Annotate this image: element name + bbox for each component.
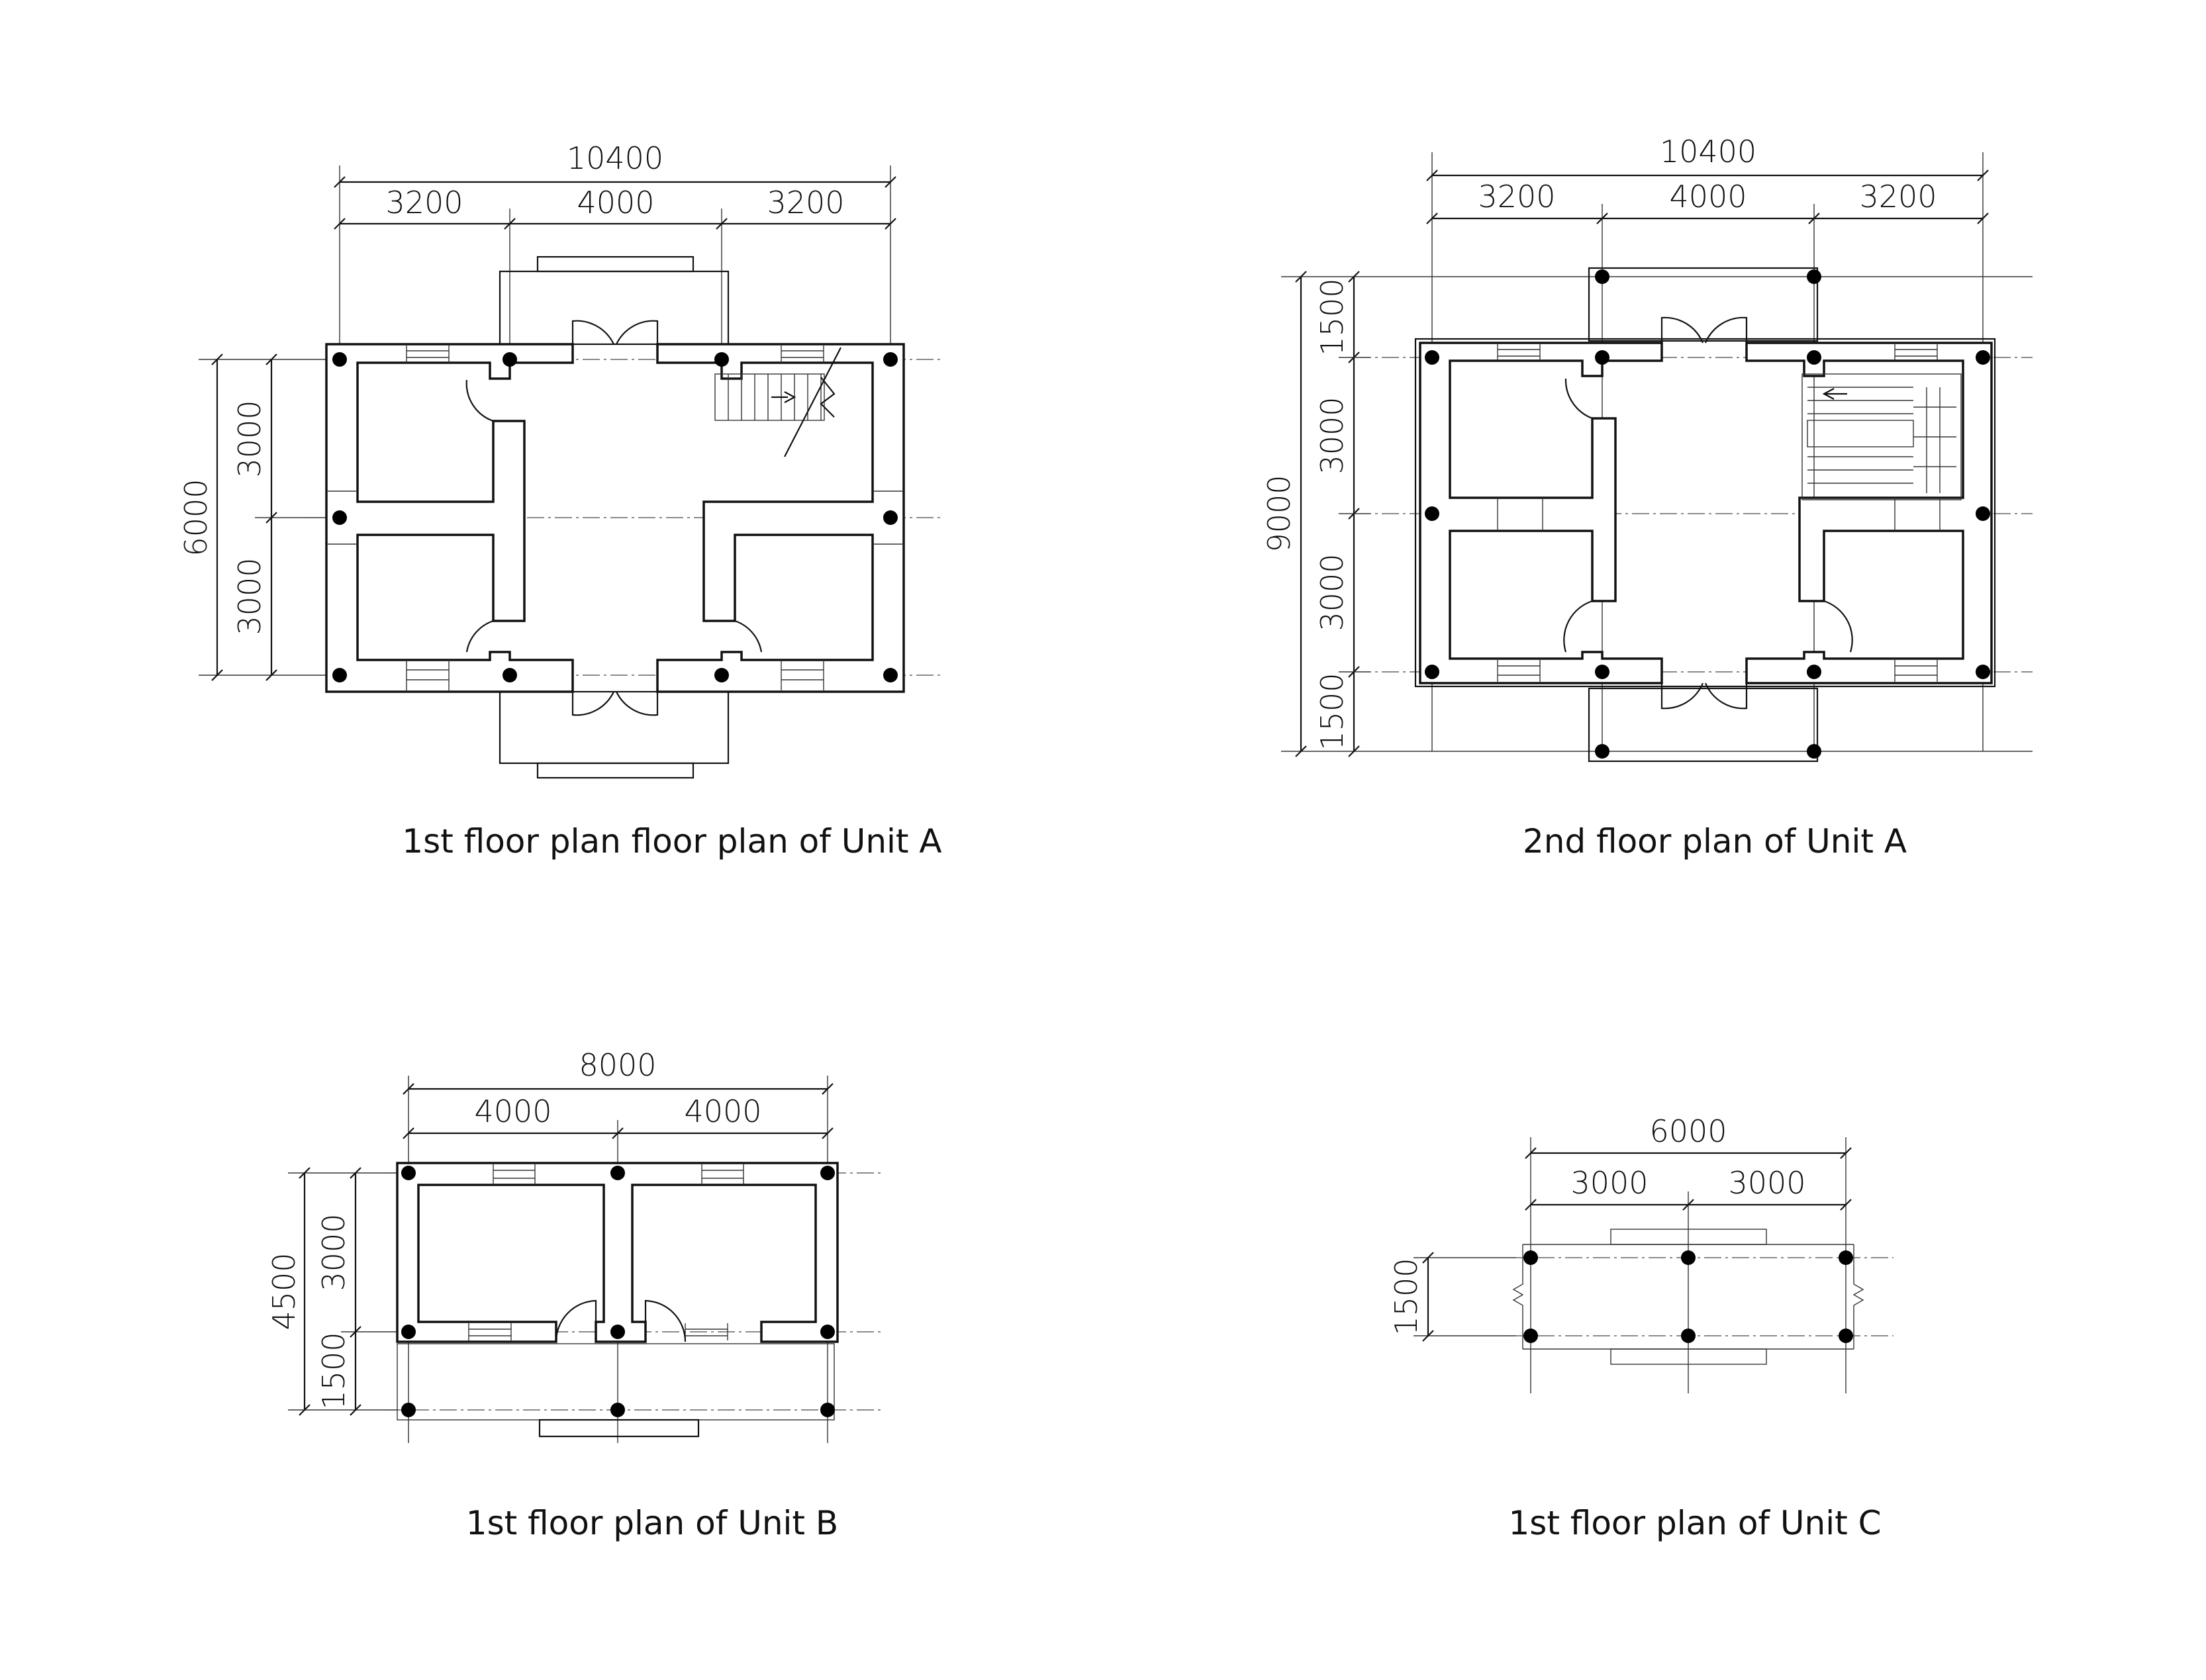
dim-bay-1: 3200 [385,185,463,220]
dim-depth-2: 1500 [316,1332,352,1409]
doors [1563,316,1853,710]
plan-caption: 2nd floor plan of Unit A [1523,822,1907,861]
dim-depth-1: 3000 [316,1213,352,1291]
plan-caption: 1st floor plan of Unit B [466,1504,838,1542]
plan-unit-b-1f: 8000 4000 4000 4500 3000 1500 [266,1047,881,1542]
doors [465,320,763,716]
dim-bay-1: 3200 [1478,179,1555,214]
balcony-south [1588,687,1819,763]
dim-depth-3: 3000 [1314,553,1350,631]
dim-bay-2: 4000 [684,1094,761,1129]
dimension-chain-horizontal: 10400 3200 4000 3200 [1426,134,1989,755]
dim-depth-2: 3000 [1314,397,1350,474]
dim-depth-2: 3000 [232,557,267,635]
dim-depth-1: 3000 [232,400,267,477]
plan-caption: 1st floor plan floor plan of Unit A [402,822,941,861]
porch-north [499,256,730,346]
dim-total-depth: 4500 [266,1252,302,1330]
stair [1801,373,1962,500]
corridor-outline [1512,1229,1864,1365]
roof-edge [1414,338,1996,688]
grid-axes [1510,1257,1894,1336]
exterior-walls [396,1162,839,1343]
dim-total-width: 6000 [1649,1113,1727,1149]
dim-total-width: 8000 [579,1047,656,1083]
dimension-chain-vertical: 6000 3000 3000 [178,353,358,681]
dim-bay-1: 4000 [474,1094,552,1129]
exterior-walls [325,343,905,693]
dimension-chain-horizontal: 10400 3200 4000 3200 [334,140,896,371]
dimension-chain-vertical: 4500 3000 1500 [266,1167,397,1416]
exterior-walls [1419,342,1993,684]
dim-depth-1: 1500 [1314,278,1350,355]
dim-bay-2: 3000 [1728,1165,1805,1201]
dim-total-width: 10400 [1660,134,1756,169]
plan-unit-c-1f: 6000 3000 3000 1500 1st floor plan of Un… [1388,1113,1894,1542]
dim-total-depth: 6000 [178,479,214,556]
dimension-chain-horizontal: 8000 4000 4000 [403,1047,834,1443]
dim-bay-1: 3000 [1570,1165,1648,1201]
dim-total-depth: 9000 [1261,475,1297,552]
porch [397,1343,835,1438]
dim-depth-4: 1500 [1314,673,1350,750]
dim-depth-1: 1500 [1388,1258,1424,1335]
dim-total-width: 10400 [567,140,663,176]
dim-bay-3: 3200 [1859,179,1937,214]
dimension-chain-vertical: 1500 [1388,1252,1516,1342]
dim-bay-2: 4000 [577,185,654,220]
dimension-chain-horizontal: 6000 3000 3000 [1525,1113,1852,1393]
stair [714,347,841,457]
porch-south [499,690,730,779]
dim-bay-3: 3200 [767,185,844,220]
plan-unit-a-1f: 10400 3200 4000 3200 6000 3000 3000 [178,140,942,861]
doors [555,1299,687,1342]
plan-unit-a-2f: 10400 3200 4000 3200 9000 1500 3000 3000… [1261,134,2033,861]
dim-bay-2: 4000 [1669,179,1747,214]
plan-caption: 1st floor plan of Unit C [1508,1504,1881,1542]
balcony-north [1588,267,1819,342]
